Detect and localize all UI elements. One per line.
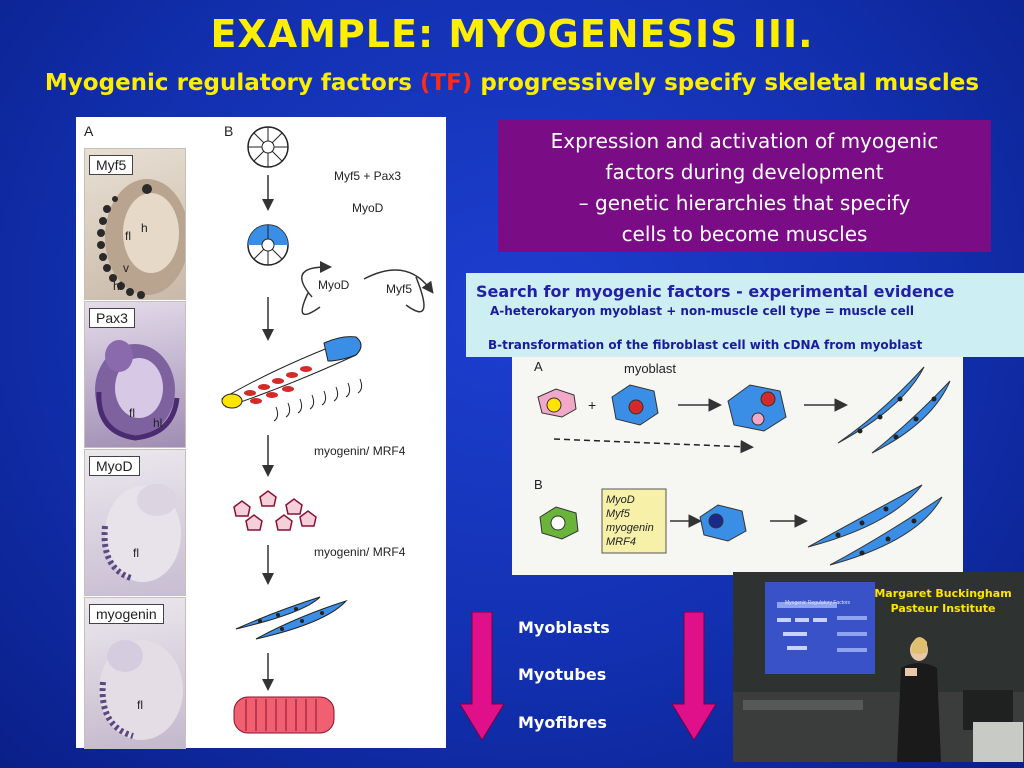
plus-sign: + bbox=[588, 397, 597, 413]
experiment-label-a: A bbox=[534, 359, 543, 374]
caption-name: Margaret Buckingham bbox=[874, 587, 1012, 600]
embryo-image-myogenin: myogenin fl bbox=[84, 597, 186, 749]
myotubes-b bbox=[807, 484, 943, 566]
embryo-label-myogenin: myogenin bbox=[89, 604, 164, 624]
myofibre-icon bbox=[233, 696, 335, 734]
autoregulation-loop bbox=[301, 261, 434, 316]
factor-item: Myf5 bbox=[606, 508, 630, 520]
somite-icon-specified bbox=[247, 224, 289, 266]
loop-label-myf5: Myf5 bbox=[386, 282, 413, 296]
stage-arrow-right bbox=[671, 612, 717, 741]
flow-label-myogenin-2: myogenin/ MRF4 bbox=[314, 545, 406, 559]
embryo-image-myod: MyoD fl bbox=[84, 449, 186, 596]
stage-myofibres: Myofibres bbox=[518, 713, 607, 732]
embryo-mark: fl bbox=[125, 229, 131, 243]
embryo-column: Myf5 h fl v hl Pax3 fl hl MyoD fl bbox=[84, 148, 186, 749]
projector-screen-title: Myogenic Regulatory Factors bbox=[785, 600, 851, 606]
embryo-myf5-drawing bbox=[97, 179, 185, 299]
stage-myoblasts: Myoblasts bbox=[518, 618, 610, 637]
loop-label-myod: MyoD bbox=[318, 278, 350, 292]
myotube-icon bbox=[235, 596, 348, 640]
summary-line: – genetic hierarchies that specify bbox=[578, 191, 911, 215]
embryo-myod-drawing bbox=[101, 484, 181, 582]
embryo-label-myod: MyoD bbox=[89, 456, 140, 476]
figure-panel-left: A B Myf5 h fl v hl bbox=[76, 117, 446, 749]
myotubes-a bbox=[837, 366, 951, 454]
experiment-label-b: B bbox=[534, 477, 543, 492]
factor-item: MRF4 bbox=[606, 536, 636, 548]
flow-label-myogenin-1: myogenin/ MRF4 bbox=[314, 444, 406, 458]
presenter-scene bbox=[733, 572, 1024, 762]
stage-arrows bbox=[460, 612, 717, 741]
somite-icon bbox=[247, 126, 289, 168]
embryo-label-myf5: Myf5 bbox=[89, 155, 134, 175]
stage-myotubes: Myotubes bbox=[518, 665, 607, 684]
embryo-mark: hl bbox=[113, 279, 123, 293]
evidence-line-a: A-heterokaryon myoblast + non-muscle cel… bbox=[490, 304, 915, 318]
caption-institute: Pasteur Institute bbox=[890, 602, 996, 615]
myoblast-cluster-icon bbox=[233, 490, 317, 531]
panel-label-b: B bbox=[224, 123, 234, 139]
factor-box: MyoD Myf5 myogenin MRF4 bbox=[606, 493, 654, 549]
embryo-mark: fl bbox=[133, 546, 139, 560]
evidence-box: Search for myogenic factors - experiment… bbox=[466, 273, 1024, 357]
flow-label-myod: MyoD bbox=[352, 201, 384, 215]
evidence-heading: Search for myogenic factors - experiment… bbox=[476, 282, 955, 301]
embryo-image-myf5: Myf5 h fl v hl bbox=[84, 148, 186, 300]
embryo-myogenin-drawing bbox=[99, 640, 183, 740]
slide-title: EXAMPLE: MYOGENESIS III. bbox=[210, 12, 814, 56]
photo-caption: Margaret Buckingham Pasteur Institute bbox=[868, 586, 1018, 616]
summary-box: Expression and activation of myogenic fa… bbox=[498, 120, 991, 252]
summary-line: Expression and activation of myogenic bbox=[550, 129, 939, 153]
lineage-flow-diagram bbox=[221, 126, 434, 734]
summary-line: cells to become muscles bbox=[621, 222, 868, 246]
subtitle-part-2: progressively specify skeletal muscles bbox=[472, 70, 980, 96]
experiment-panel: A B myoblast + bbox=[512, 357, 963, 575]
subtitle-tf: (TF) bbox=[419, 70, 473, 96]
embryo-image-pax3: Pax3 fl hl bbox=[84, 301, 186, 448]
factor-item: myogenin bbox=[606, 522, 654, 534]
embryo-mark: fl bbox=[137, 698, 143, 712]
embryo-mark: h bbox=[141, 221, 148, 235]
subtitle-part-1: Myogenic regulatory factors bbox=[44, 70, 420, 96]
myoblast-label: myoblast bbox=[624, 361, 677, 376]
embryo-pax3-drawing bbox=[95, 340, 180, 441]
embryo-mark: hl bbox=[153, 416, 163, 430]
experiment-drawing bbox=[537, 366, 951, 566]
evidence-line-b: B-transformation of the fibroblast cell … bbox=[488, 338, 923, 352]
embryo-mark: v bbox=[123, 261, 129, 275]
flow-label-myf5-pax3: Myf5 + Pax3 bbox=[334, 169, 402, 183]
embryo-label-pax3: Pax3 bbox=[89, 308, 135, 328]
factor-item: MyoD bbox=[606, 494, 635, 506]
presenter-photo: Margaret Buckingham Pasteur Institute My… bbox=[733, 572, 1024, 762]
stage-arrow-left bbox=[460, 612, 505, 741]
dermomyotome-icon bbox=[221, 336, 363, 422]
slide-subtitle: Myogenic regulatory factors (TF) progres… bbox=[0, 70, 1024, 96]
embryo-mark: fl bbox=[129, 406, 135, 420]
summary-line: factors during development bbox=[605, 160, 884, 184]
panel-label-a: A bbox=[84, 123, 94, 139]
